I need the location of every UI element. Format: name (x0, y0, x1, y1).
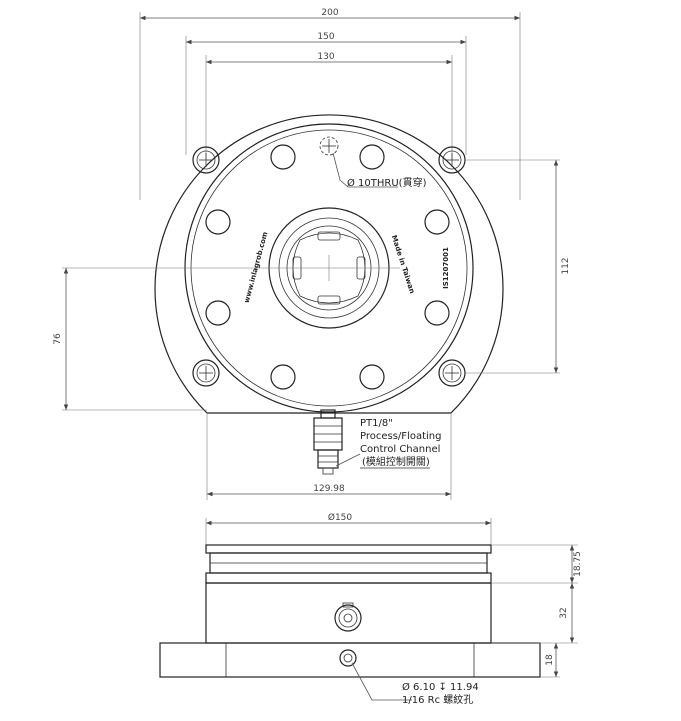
dim-label-1875: 18.75 (573, 551, 583, 577)
dim-label-18: 18 (545, 654, 555, 666)
base-port-leader (351, 662, 412, 701)
port-note-line2: Process/Floating (360, 431, 441, 442)
pt-fitting (313, 409, 343, 475)
port-note-line4: (模組控制開關) (362, 455, 430, 468)
base-port-callout-line1: Ø 6.10 ↧ 11.94 (402, 681, 479, 693)
dim-label-76: 76 (53, 333, 63, 345)
dim-label-32: 32 (559, 607, 569, 618)
side-fitting (334, 602, 362, 632)
base-port (339, 649, 357, 667)
marking-serial: IS1207001 (442, 247, 450, 289)
port-note-line3: Control Channel (360, 444, 440, 455)
hole-callout-text: Ø 10THRU(貫穿) (347, 176, 427, 189)
port-note-line1: PT1/8" (360, 418, 393, 429)
base-flange (159, 642, 541, 678)
marking-url: www.inlagrob.com (243, 231, 270, 304)
dim-label-112: 112 (561, 257, 571, 274)
outer-flange-outline (154, 114, 504, 414)
dim-label-130: 130 (317, 52, 334, 62)
bolt-holes-inner (205, 144, 450, 390)
dim-label-d150: Ø150 (328, 512, 353, 523)
mid-ring (205, 572, 492, 584)
port-note-leader (335, 453, 361, 467)
hole-callout-leader (332, 152, 398, 188)
top-view: 200 150 130 (53, 8, 571, 500)
dim-label-200: 200 (321, 8, 338, 18)
base-port-callout-line2: 1/16 Rc 螺紋孔 (402, 693, 473, 706)
hub-spline-profile (292, 232, 366, 304)
marking-made-in: Made in Taiwan (390, 234, 416, 294)
top-cap (205, 544, 492, 554)
side-view: Ø150 Ø 6.10 ↧ 11.94 1/16 Rc 螺紋孔 (159, 512, 583, 706)
dim-label-150: 150 (317, 32, 334, 42)
main-body (205, 582, 492, 644)
dim-label-12998: 129.98 (313, 484, 345, 494)
